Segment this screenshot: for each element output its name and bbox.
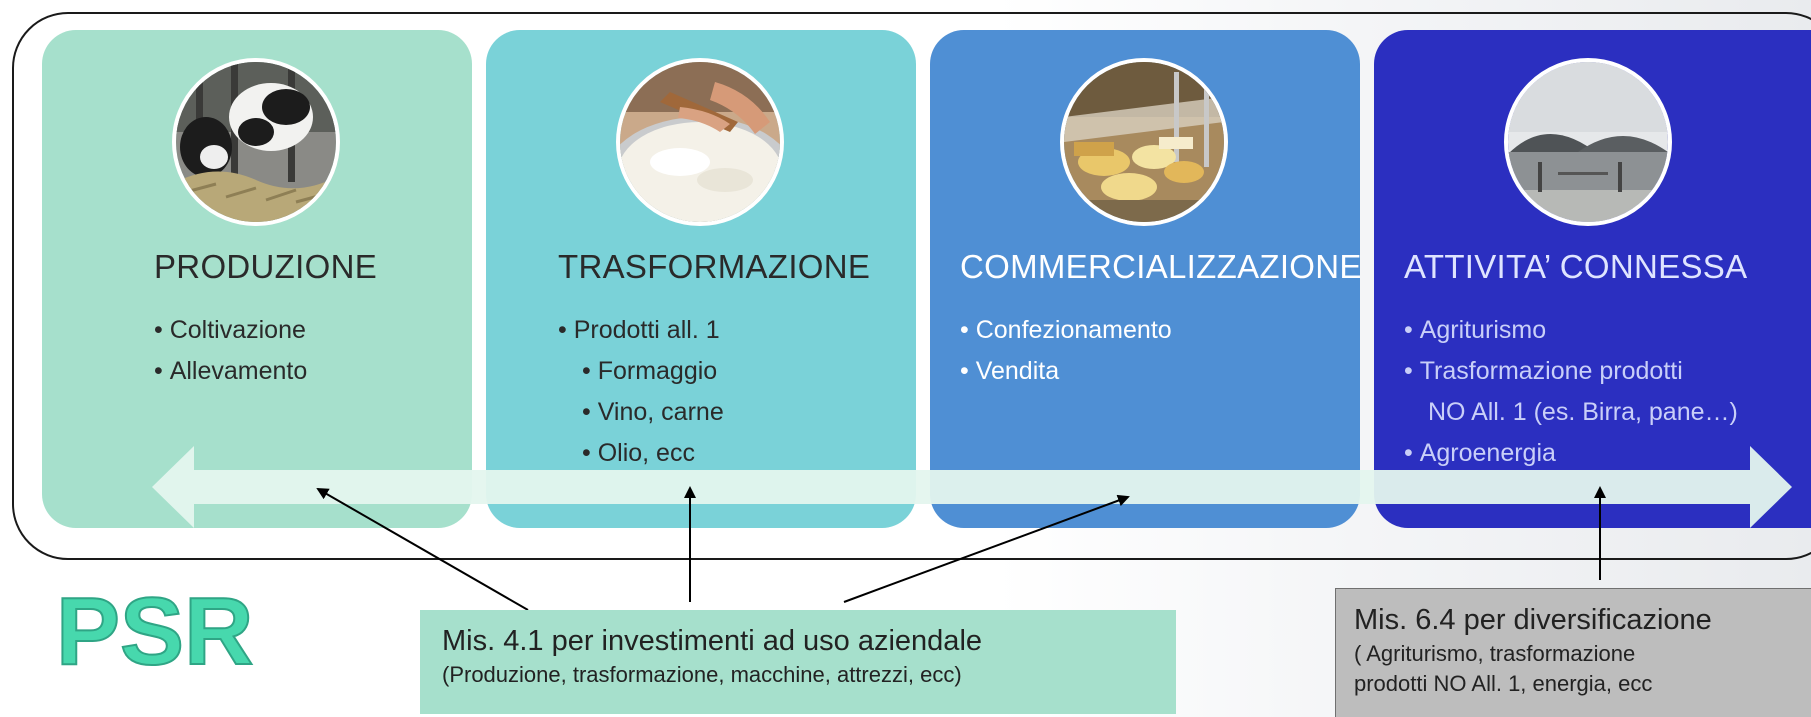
- cheese-display-counter-icon: [1064, 62, 1224, 222]
- callout-mis-6-4: Mis. 6.4 per diversificazione ( Agrituri…: [1335, 588, 1811, 717]
- cows-photo: [172, 58, 340, 226]
- cheese-making-photo: [616, 58, 784, 226]
- bullet-item: Vendita: [960, 351, 1172, 392]
- stage-card-commercializzazione: COMMERCIALIZZAZIONE Confezionamento Vend…: [930, 30, 1362, 528]
- psr-logo-text: PSR: [56, 578, 253, 685]
- psr-logo: PSR: [55, 577, 254, 686]
- bullet-item: Prodotti all. 1: [558, 310, 724, 351]
- stage-card-attivita-connessa: ATTIVITA’ CONNESSA Agriturismo Trasforma…: [1374, 30, 1811, 528]
- callout-line-2: prodotti NO All. 1, energia, ecc: [1354, 671, 1653, 696]
- callout-title: Mis. 4.1 per investimenti ad uso azienda…: [442, 625, 983, 657]
- stage-title: COMMERCIALIZZAZIONE: [960, 248, 1362, 285]
- double-headed-arrow: [152, 446, 1792, 528]
- bullet-item: Trasformazione prodotti: [1404, 351, 1738, 392]
- callout-subtitle: (Produzione, trasformazione, macchine, a…: [442, 662, 962, 687]
- stage-bullet-list: Prodotti all. 1 Formaggio Vino, carne Ol…: [558, 310, 724, 474]
- stage-bullet-list: Agriturismo Trasformazione prodotti NO A…: [1404, 310, 1738, 474]
- callout-line-1: ( Agriturismo, trasformazione: [1354, 641, 1636, 666]
- bullet-item: Coltivazione: [154, 310, 307, 351]
- bullet-item-continuation: NO All. 1 (es. Birra, pane…): [1428, 398, 1738, 426]
- bullet-item: Allevamento: [154, 351, 308, 392]
- bullet-item: Agriturismo: [1404, 310, 1738, 351]
- biogas-photo: [1504, 58, 1672, 226]
- stage-card-trasformazione: TRASFORMAZIONE Prodotti all. 1 Formaggio…: [486, 30, 916, 528]
- cheese-counter-photo: [1060, 58, 1228, 226]
- stage-bullet-list: Confezionamento Vendita: [960, 310, 1172, 392]
- stage-card-produzione: PRODUZIONE Coltivazione Allevamento: [42, 30, 472, 528]
- callout-mis-4-1: Mis. 4.1 per investimenti ad uso azienda…: [420, 610, 1176, 714]
- stage-title: PRODUZIONE: [154, 248, 378, 285]
- cows-eating-hay-icon: [176, 62, 336, 222]
- stage-title: TRASFORMAZIONE: [558, 248, 871, 285]
- callout-title: Mis. 6.4 per diversificazione: [1354, 604, 1712, 636]
- bullet-item: Agroenergia: [1404, 433, 1738, 474]
- bullet-subitem: Vino, carne: [558, 392, 724, 433]
- biogas-domes-icon: [1508, 62, 1668, 222]
- bullet-subitem: Olio, ecc: [558, 433, 724, 474]
- bullet-item: Confezionamento: [960, 310, 1172, 351]
- stage-bullet-list: Coltivazione Allevamento: [154, 310, 308, 392]
- bullet-subitem: Formaggio: [558, 351, 724, 392]
- stage-title: ATTIVITA’ CONNESSA: [1404, 248, 1748, 285]
- cheese-making-icon: [620, 62, 780, 222]
